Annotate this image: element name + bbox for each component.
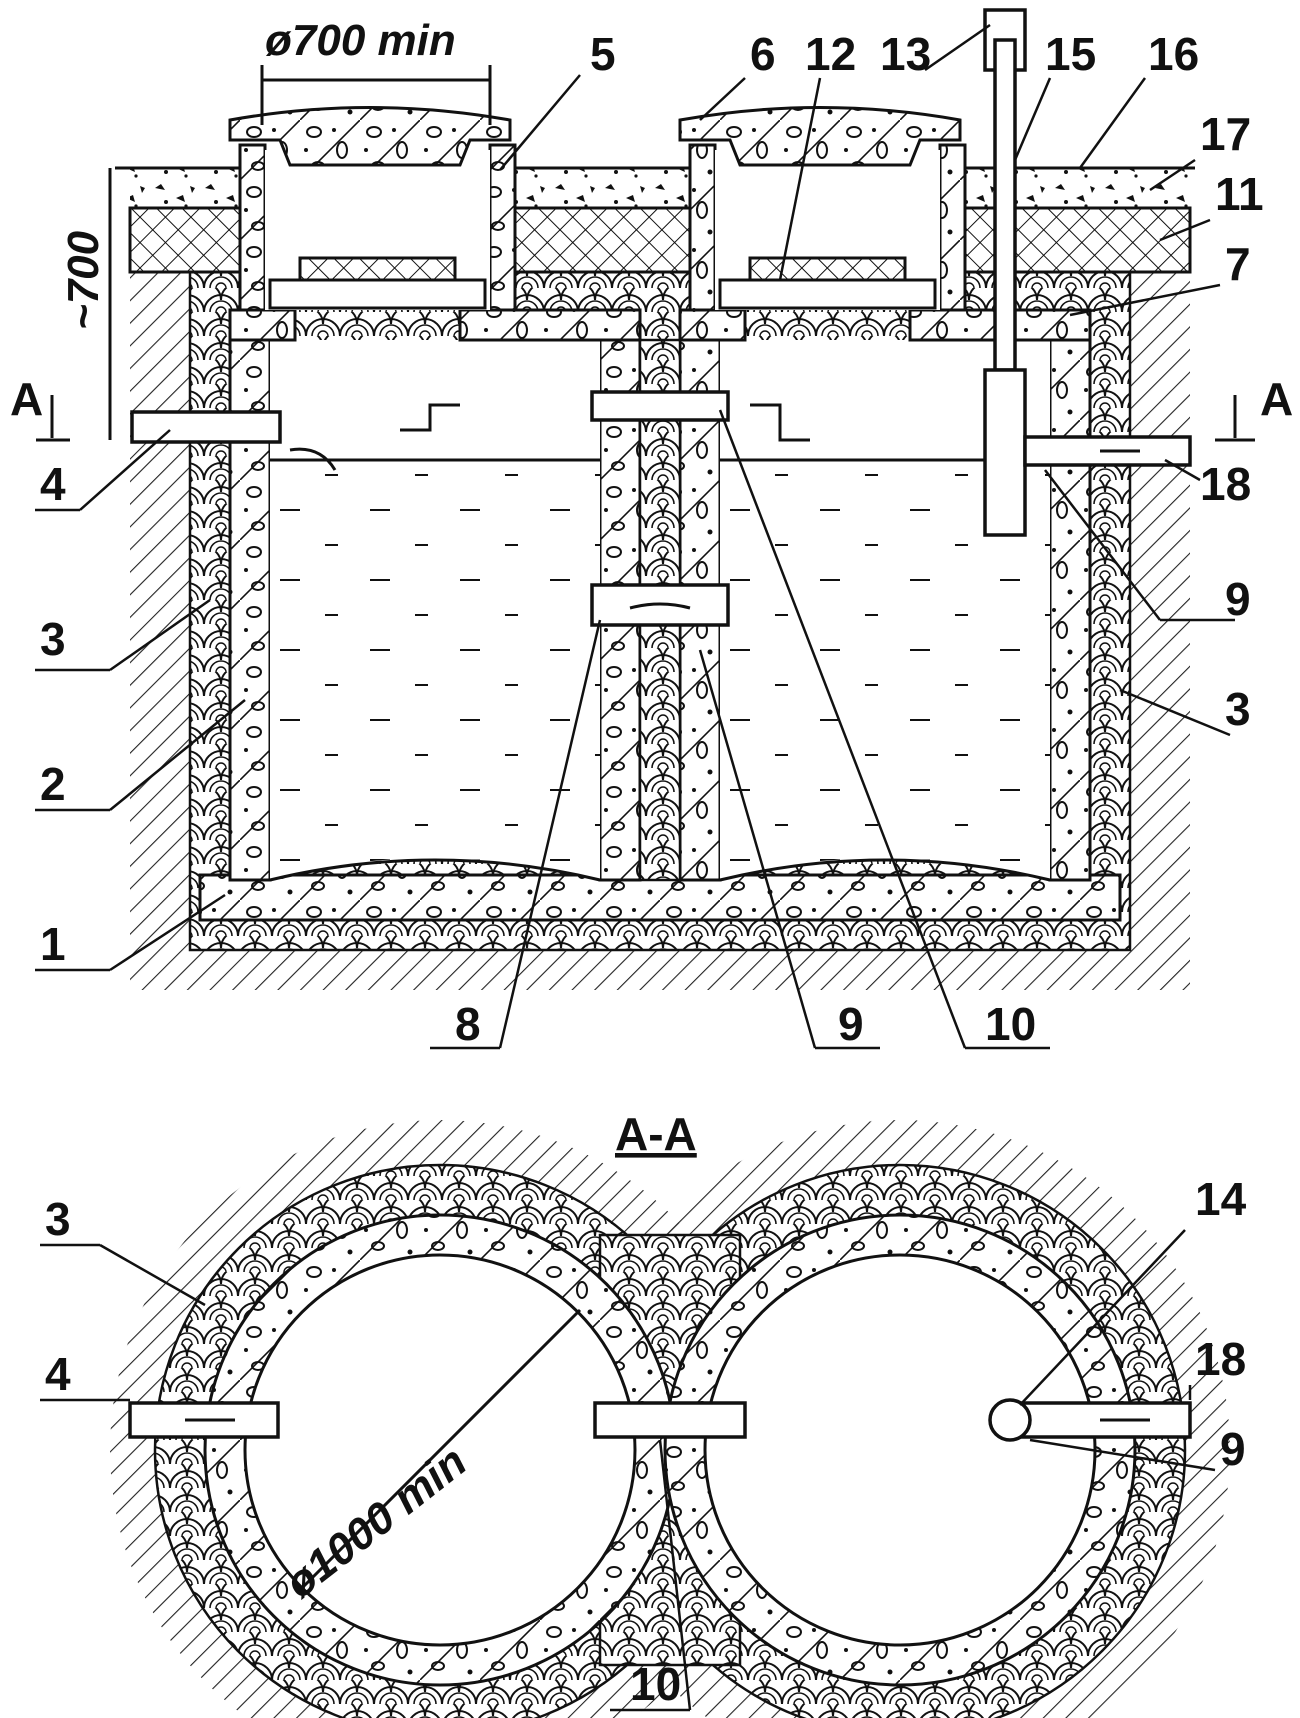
left-tank-water: [270, 460, 600, 878]
outlet-tee-body: [983, 368, 1027, 537]
plan-overflow-pipe: [593, 1401, 747, 1439]
callout-8: 8: [455, 998, 481, 1050]
right-neck-wall-r: [938, 143, 967, 312]
soil-left: [130, 270, 190, 950]
plan-callout-10: 10: [630, 1658, 681, 1710]
callout-13: 13: [880, 28, 931, 80]
dim-hatch-diameter: ø700 min: [265, 16, 456, 65]
callouts-plan: 3 4 14 18 9 10: [40, 1173, 1247, 1712]
overflow-pipe-upper: [590, 390, 730, 422]
step-symbol-right: [750, 403, 810, 442]
plan-section-view: A-A ø1000 min 3 4 14: [40, 1108, 1247, 1718]
inlet-pipe: [130, 410, 282, 444]
dim-well-line: [298, 1308, 582, 1592]
callout-6: 6: [750, 28, 776, 80]
callout-16: 16: [1148, 28, 1199, 80]
callout-10: 10: [985, 998, 1036, 1050]
plan-outlet-tee: [988, 1398, 1032, 1442]
left-cover-slab-a: [228, 308, 297, 342]
right-neck-interior: [715, 150, 940, 310]
plan-callout-18: 18: [1195, 1333, 1246, 1385]
callout-5: 5: [590, 28, 616, 80]
soil-bottom: [130, 950, 1190, 990]
overflow-flow-arrow: [629, 602, 691, 610]
callout-4: 4: [40, 458, 66, 510]
left-cover-slab-b: [458, 308, 642, 342]
callout-9-right: 9: [1225, 573, 1251, 625]
plan-callout-4: 4: [45, 1348, 71, 1400]
base-slab: [198, 873, 1122, 922]
step-symbol-left: [400, 403, 460, 432]
right-hatch-lid: [678, 106, 962, 167]
right-neck-wall-l: [688, 143, 717, 312]
left-insulation-top: [298, 256, 457, 282]
callout-1: 1: [40, 918, 66, 970]
left-tank-bottom: [269, 858, 601, 882]
callout-18: 18: [1200, 458, 1251, 510]
section-marker-left: A: [10, 373, 43, 425]
right-tank-outer-wall: [1048, 338, 1092, 882]
left-neck-wall-r: [488, 143, 517, 312]
plan-callout-3: 3: [45, 1193, 71, 1245]
soil-right: [1130, 270, 1190, 950]
callout-3-left: 3: [40, 613, 66, 665]
dim-depth: ~700: [59, 230, 108, 330]
plan-callout-14: 14: [1195, 1173, 1247, 1225]
callout-2: 2: [40, 758, 66, 810]
callout-15: 15: [1045, 28, 1096, 80]
vent-pipe: [993, 38, 1017, 372]
callout-11: 11: [1215, 168, 1264, 220]
left-neck-wall-l: [238, 143, 267, 312]
callout-3-right: 3: [1225, 683, 1251, 735]
callout-17: 17: [1200, 108, 1251, 160]
left-neck-interior: [265, 150, 490, 310]
section-title: A-A: [615, 1108, 697, 1160]
callouts-elevation: 5 6 12 13 15 16 17 11 7 18 9 3 4: [35, 23, 1264, 1050]
left-hatch-lid: [228, 106, 512, 167]
plan-callout-9: 9: [1220, 1423, 1246, 1475]
plan-interior-right: [703, 1253, 1097, 1647]
elevation-view: ø700 min ~700 A A 5 6 12 13 15 16 17 11: [10, 8, 1293, 1050]
inlet-flow-arrow: [289, 447, 337, 471]
right-insulation-top: [748, 256, 907, 282]
callout-7: 7: [1225, 238, 1251, 290]
callout-9-mid: 9: [838, 998, 864, 1050]
callout-12: 12: [805, 28, 856, 80]
right-cover-slab-a: [678, 308, 747, 342]
section-marker-right: A: [1260, 373, 1293, 425]
right-tank-water: [720, 460, 1050, 878]
